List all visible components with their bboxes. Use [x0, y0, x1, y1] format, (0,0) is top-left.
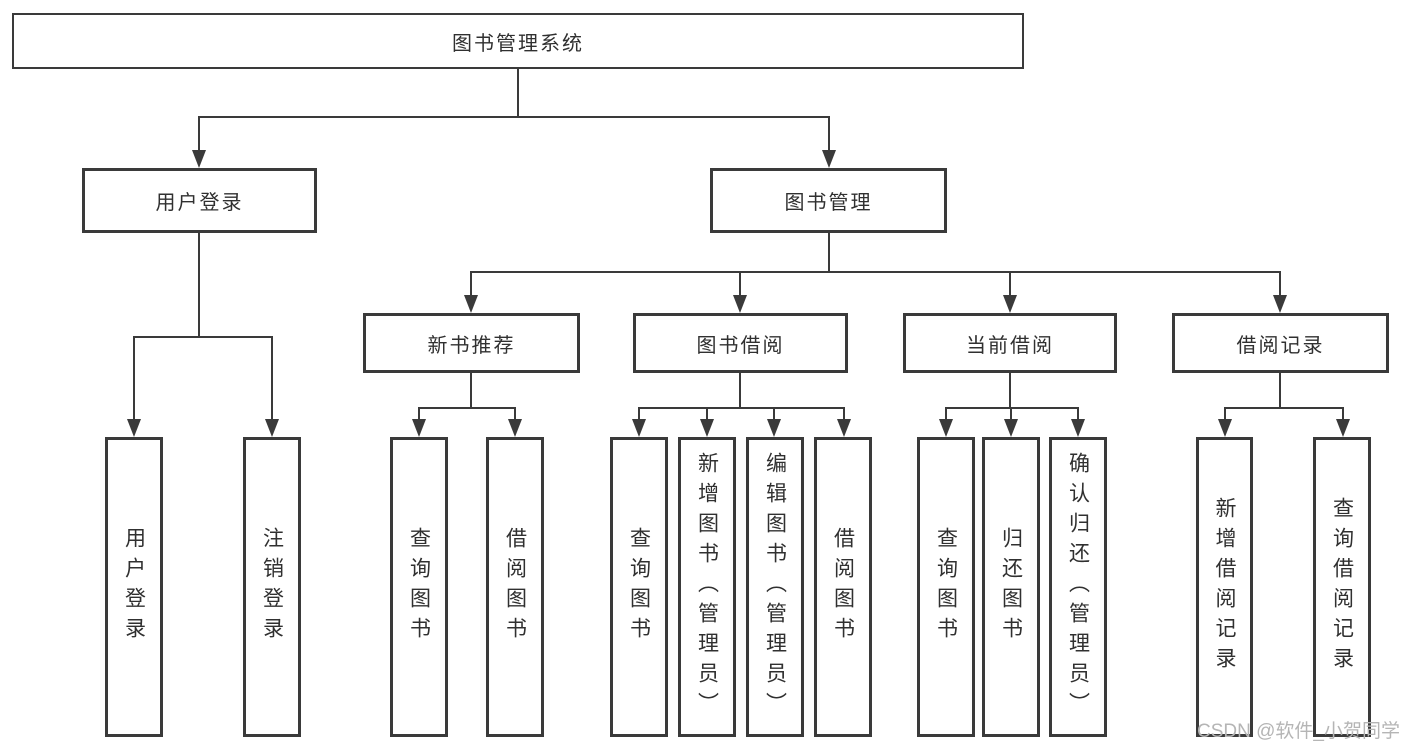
leaf-label: 借阅图书: [831, 527, 855, 647]
node-user-login: 用户登录: [82, 168, 317, 233]
node-label: 图书管理系统: [452, 32, 584, 55]
leaf-return-book: 归还图书: [982, 437, 1040, 737]
leaf-add-book-admin: 新增图书（管理员）: [678, 437, 736, 737]
watermark: CSDN @软件_小贺同学: [1197, 721, 1400, 742]
leaf-edit-book-admin: 编辑图书（管理员）: [746, 437, 804, 737]
node-new-book-recommend: 新书推荐: [363, 313, 580, 373]
leaf-label: 查询图书: [627, 527, 651, 647]
leaf-label: 查询图书: [407, 527, 431, 647]
leaf-borrow-books-newbook: 借阅图书: [486, 437, 544, 737]
leaf-label: 确认归还（管理员）: [1066, 452, 1090, 722]
leaf-confirm-return-admin: 确认归还（管理员）: [1049, 437, 1107, 737]
node-current-borrowing: 当前借阅: [903, 313, 1117, 373]
node-label: 用户登录: [155, 192, 244, 214]
node-borrow-records: 借阅记录: [1172, 313, 1389, 373]
leaf-label: 归还图书: [999, 527, 1023, 647]
leaf-query-books-borrow: 查询图书: [610, 437, 668, 737]
leaf-label: 编辑图书（管理员）: [763, 452, 787, 722]
node-label: 借阅记录: [1236, 334, 1325, 357]
leaf-borrow-books-borrow: 借阅图书: [814, 437, 872, 737]
leaf-user-login: 用户登录: [105, 437, 163, 737]
leaf-query-books-newbook: 查询图书: [390, 437, 448, 737]
node-label: 当前借阅: [966, 334, 1054, 357]
leaf-label: 查询图书: [934, 527, 958, 647]
leaf-label: 借阅图书: [503, 527, 527, 647]
leaf-label: 新增图书（管理员）: [695, 452, 719, 722]
leaf-add-borrow-record: 新增借阅记录: [1196, 437, 1253, 737]
node-label: 图书管理: [784, 192, 873, 214]
node-label: 图书借阅: [696, 334, 785, 357]
node-book-borrowing: 图书借阅: [633, 313, 848, 373]
leaf-label: 用户登录: [122, 527, 146, 647]
leaf-label: 新增借阅记录: [1213, 497, 1236, 677]
node-book-management: 图书管理: [710, 168, 947, 233]
node-label: 新书推荐: [427, 334, 516, 357]
node-root: 图书管理系统: [12, 13, 1024, 69]
leaf-query-borrow-record: 查询借阅记录: [1313, 437, 1371, 737]
leaf-logout-login: 注销登录: [243, 437, 301, 737]
leaf-label: 查询借阅记录: [1330, 497, 1354, 677]
leaf-label: 注销登录: [260, 527, 284, 647]
leaf-query-books-current: 查询图书: [917, 437, 975, 737]
